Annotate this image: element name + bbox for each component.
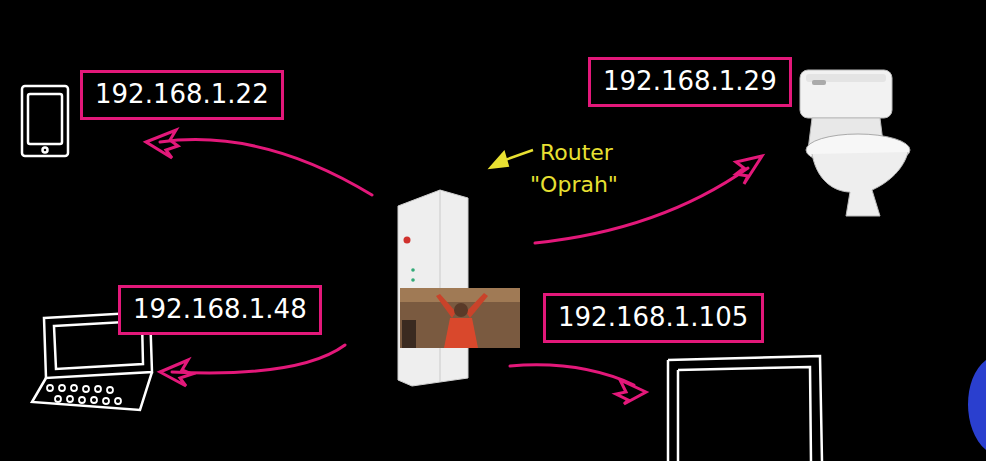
router-label: "Oprah" (530, 172, 618, 198)
edge-fragment (968, 360, 986, 450)
phone-icon (22, 86, 68, 156)
monitor-icon (668, 356, 822, 461)
ip-address-box: 192.168.1.22 (80, 70, 284, 120)
ip-address: 192.168.1.29 (603, 66, 777, 97)
toilet-image (800, 70, 910, 216)
pink-arrows (146, 130, 762, 404)
callout-arrow (490, 150, 533, 168)
ip-address: 192.168.1.22 (95, 79, 269, 110)
router-label: Router (540, 140, 613, 166)
ip-address-box: 192.168.1.29 (588, 57, 792, 107)
oprah-photo (400, 288, 520, 348)
ip-address-box: 192.168.1.105 (543, 293, 764, 343)
ip-address: 192.168.1.48 (133, 294, 307, 325)
ip-address: 192.168.1.105 (558, 302, 749, 333)
ip-address-box: 192.168.1.48 (118, 285, 322, 335)
